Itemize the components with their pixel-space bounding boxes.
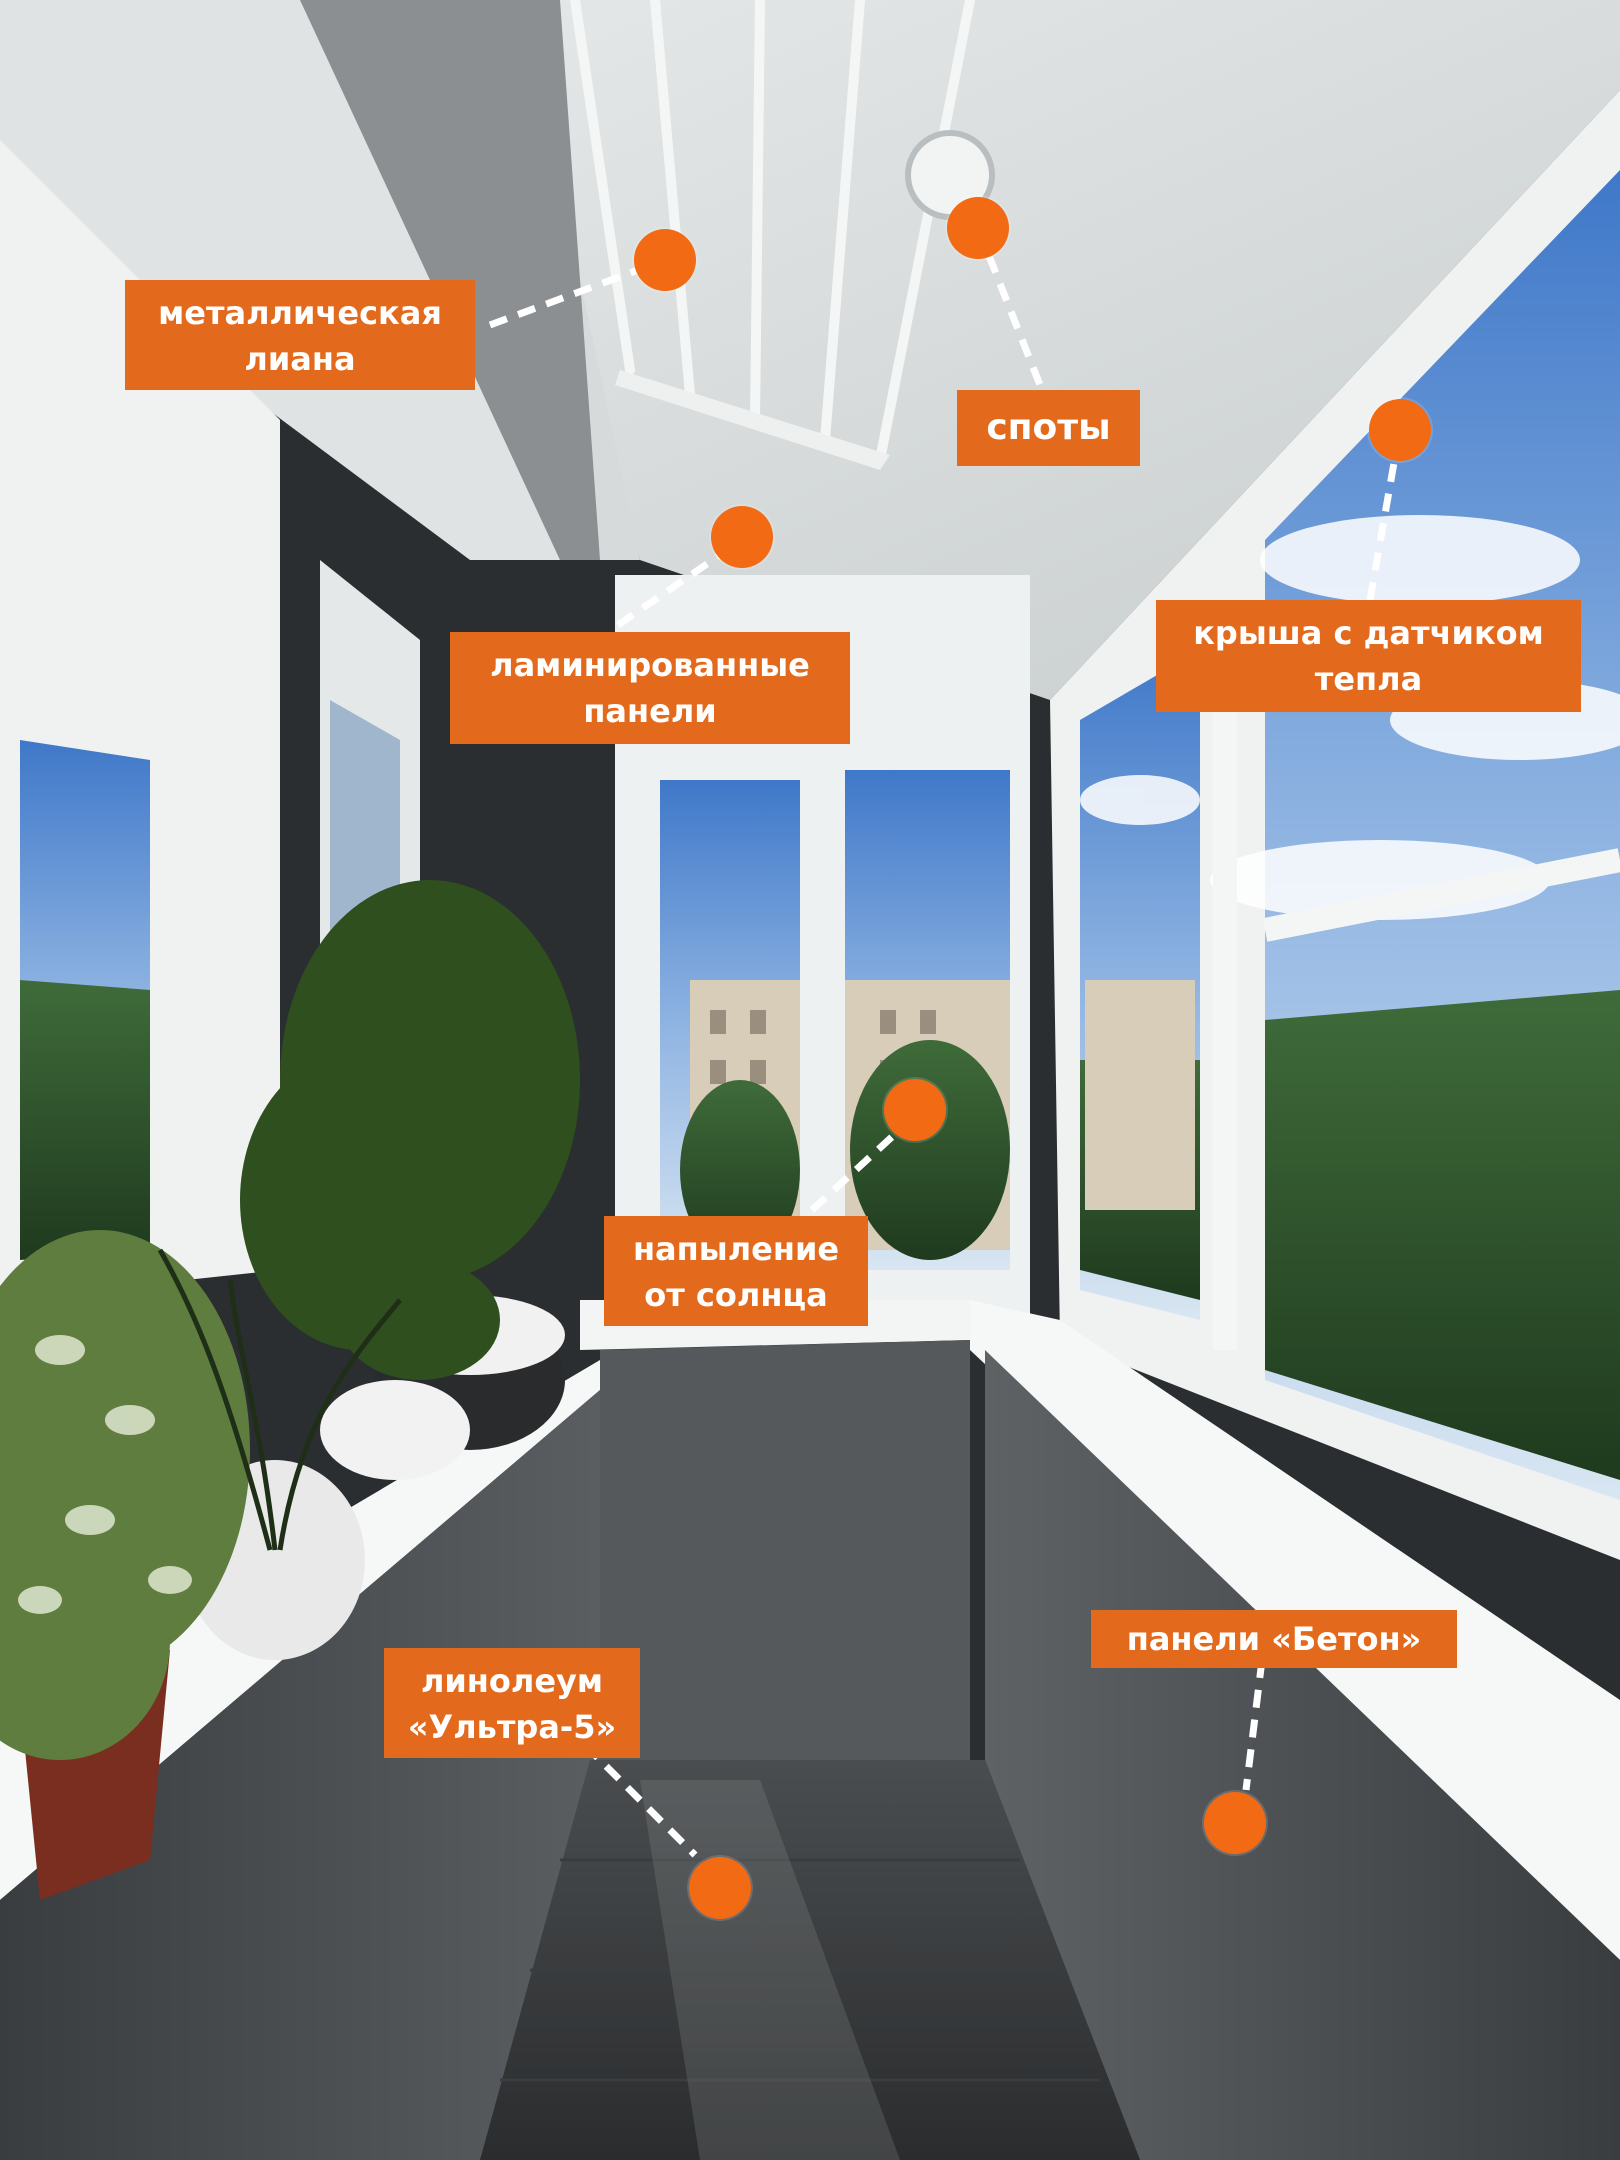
label-concrete-panels: панели «Бетон» [1091, 1610, 1457, 1668]
label-roof-sensor-line2: тепла [1314, 660, 1423, 698]
label-spots: споты [957, 390, 1140, 466]
label-roof-sensor-line1: крыша с датчиком [1193, 614, 1544, 652]
label-spots-line1: споты [986, 407, 1111, 448]
label-laminated-panels-line2: панели [583, 692, 717, 730]
label-sun-coating-line2: от солнца [644, 1276, 828, 1314]
marker-laminated-panels [711, 506, 773, 568]
label-linoleum-line2: «Ультра-5» [407, 1708, 617, 1746]
marker-metal-liana [634, 229, 696, 291]
label-sun-coating: напыление от солнца [604, 1216, 868, 1326]
label-sun-coating-line1: напыление [632, 1230, 840, 1268]
label-concrete-panels-line1: панели «Бетон» [1126, 1620, 1422, 1658]
label-roof-sensor: крыша с датчиком тепла [1156, 600, 1581, 712]
label-laminated-panels-line1: ламинированные [490, 646, 810, 684]
label-metal-liana: металлическая лиана [125, 280, 475, 390]
label-linoleum: линолеум «Ультра-5» [384, 1648, 640, 1758]
marker-spots [947, 197, 1009, 259]
label-linoleum-line1: линолеум [420, 1662, 604, 1700]
marker-sun-coating [884, 1079, 946, 1141]
marker-concrete-panels [1204, 1792, 1266, 1854]
marker-linoleum [689, 1857, 751, 1919]
label-metal-liana-line2: лиана [244, 340, 356, 378]
label-metal-liana-line1: металлическая [158, 294, 442, 332]
marker-roof-sensor [1369, 399, 1431, 461]
label-laminated-panels: ламинированные панели [450, 632, 850, 744]
